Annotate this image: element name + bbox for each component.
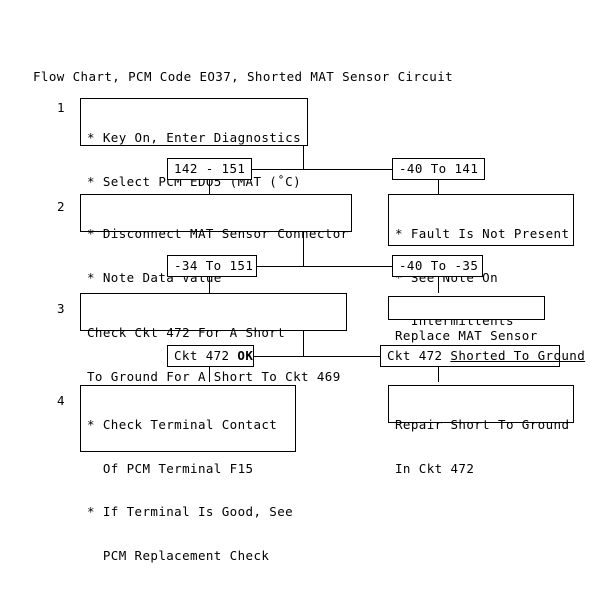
box-step-4-line-3: * If Terminal Is Good, See [87, 504, 294, 519]
box-repair-short: Repair Short To Ground In Ckt 472 [388, 385, 574, 475]
connector-row2-horizontal [256, 266, 393, 267]
connector-row1-horizontal [251, 169, 393, 170]
flowchart-canvas: Flow Chart, PCM Code EO37, Shorted MAT S… [33, 69, 585, 563]
box-fault-not-present: * Fault Is Not Present * See Note On Int… [388, 194, 574, 328]
step-number-3: 3 [57, 301, 65, 316]
box-step-2: * Disconnect MAT Sensor Connector * Note… [80, 194, 352, 284]
box-step-2-line-1: * Disconnect MAT Sensor Connector [87, 226, 349, 241]
connector-ckt472-shorted-down [438, 367, 439, 382]
connector-minus34-151-down [209, 277, 210, 293]
box-repair-short-line-2: In Ckt 472 [395, 460, 475, 476]
label-ckt472-ok-value: OK [237, 348, 254, 363]
box-step-4: * Check Terminal Contact Of PCM Terminal… [80, 385, 296, 562]
page-title: Flow Chart, PCM Code EO37, Shorted MAT S… [33, 69, 454, 84]
box-replace-mat-sensor: Replace MAT Sensor [388, 296, 545, 343]
connector-minus40-minus35-down [438, 277, 439, 293]
box-step-4-line-2: Of PCM Terminal F15 [87, 460, 254, 476]
step-number-4: 4 [57, 393, 65, 408]
label-ckt472-shorted-value: Shorted To Ground [450, 348, 586, 363]
connector-step1-down [303, 146, 304, 169]
label-ckt472-shorted-prefix: Ckt 472 [387, 348, 451, 363]
connector-step2-down [303, 232, 304, 266]
label-range-minus34-151: -34 To 151 [167, 255, 257, 277]
connector-ckt472-ok-down [209, 367, 210, 382]
box-step-1: * Key On, Enter Diagnostics * Select PCM… [80, 98, 308, 232]
connector-142-151-down [209, 180, 210, 194]
connector-row3-horizontal [253, 356, 381, 357]
box-replace-mat-sensor-line-1: Replace MAT Sensor [395, 328, 538, 343]
step-number-2: 2 [57, 199, 65, 214]
box-fault-line-1: * Fault Is Not Present [395, 226, 570, 241]
box-repair-short-line-1: Repair Short To Ground [395, 417, 570, 432]
label-ckt472-shorted: Ckt 472 Shorted To Ground [380, 345, 585, 367]
step-number-1: 1 [57, 100, 65, 115]
box-step-4-line-4: PCM Replacement Check [87, 547, 270, 563]
label-range-142-151: 142 - 151 [167, 158, 252, 180]
connector-minus40-141-down [438, 180, 439, 194]
label-range-minus40-minus35: -40 To -35 [392, 255, 483, 277]
label-range-minus40-141: -40 To 141 [392, 158, 485, 180]
box-step-1-line-1: * Key On, Enter Diagnostics [87, 130, 301, 145]
connector-step3-down [303, 331, 304, 356]
box-step-3-line-1: Check Ckt 472 For A Short [87, 325, 286, 340]
label-ckt472-ok-prefix: Ckt 472 [174, 348, 238, 363]
box-step-4-line-1: * Check Terminal Contact [87, 417, 278, 432]
box-step-3: Check Ckt 472 For A Short To Ground For … [80, 293, 347, 383]
label-ckt472-ok: Ckt 472 OK [167, 345, 254, 367]
box-step-3-line-2: To Ground For A Short To Ckt 469 [87, 368, 341, 384]
